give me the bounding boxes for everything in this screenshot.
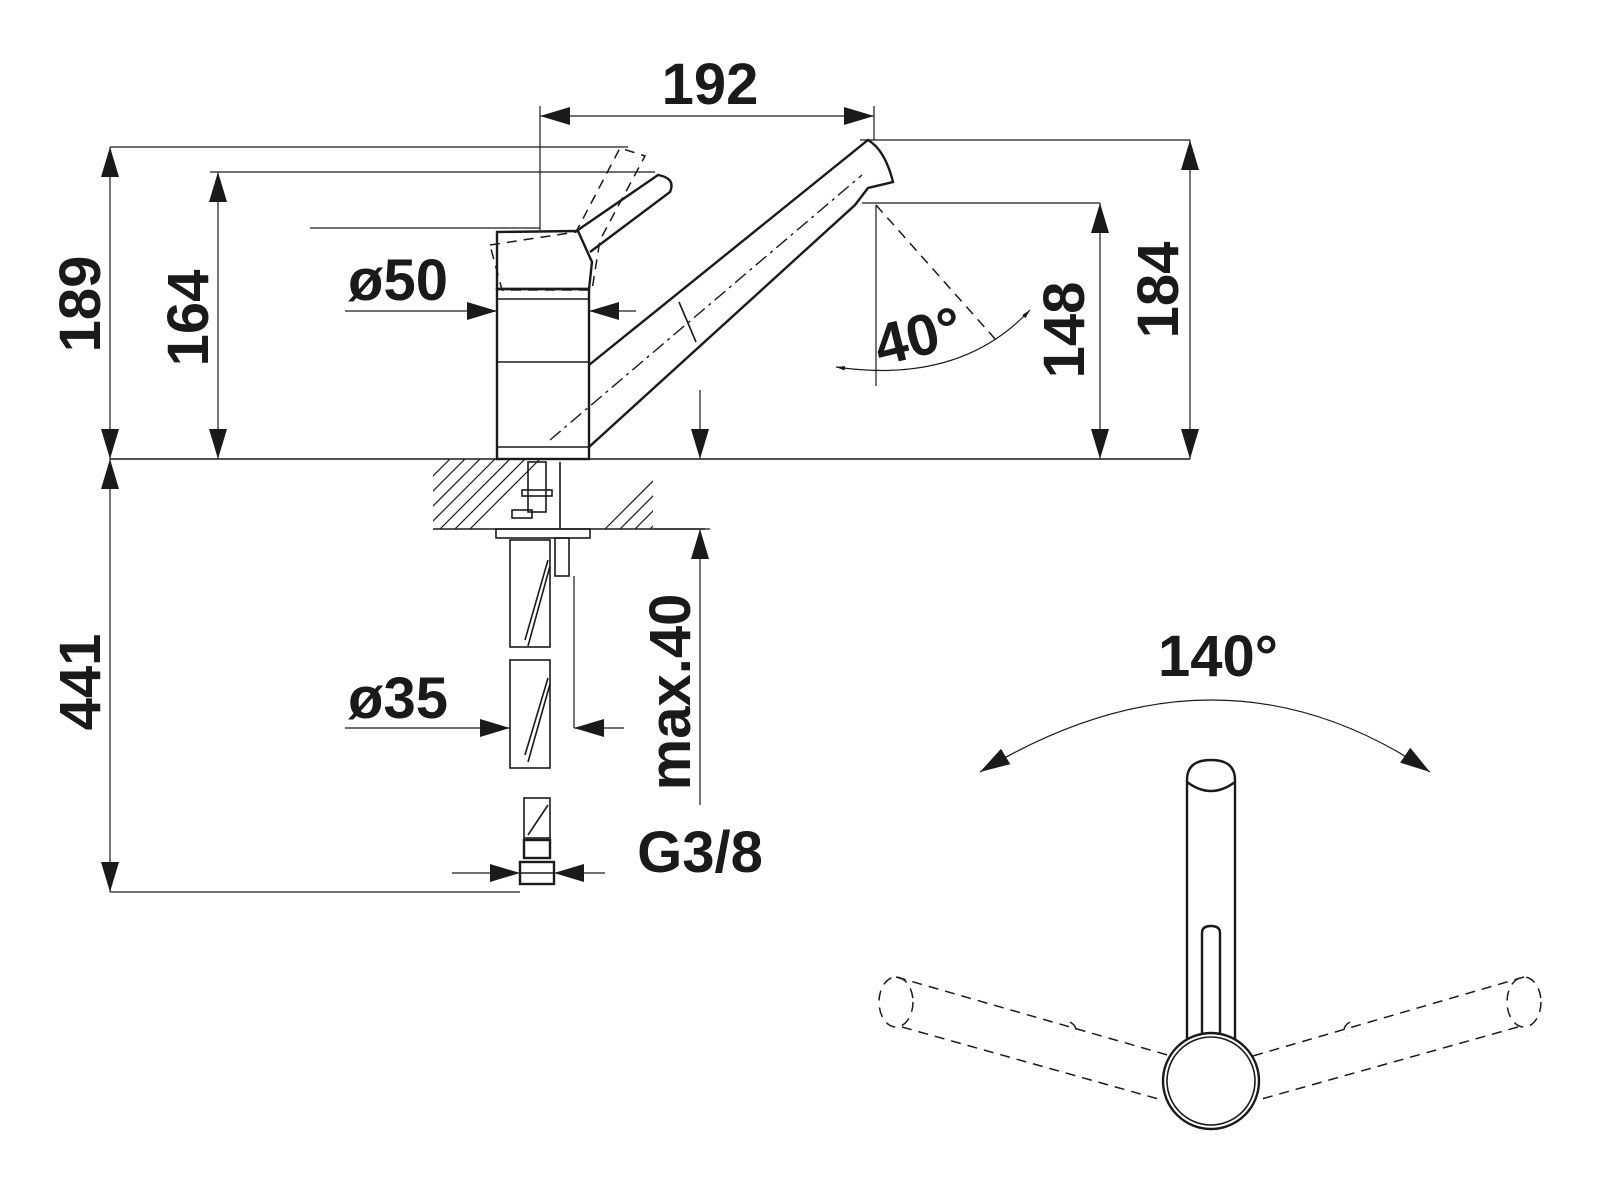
dim-label-connection-thread: G3/8 (637, 820, 763, 885)
dim-label-swivel-angle: 140° (1158, 624, 1278, 689)
hatch-line (649, 525, 653, 529)
dim-label-lever-height: 164 (156, 270, 221, 367)
faucet-body-top (1161, 1031, 1261, 1131)
hatch-line (665, 459, 735, 529)
dim-label-spout-height: 184 (1126, 242, 1191, 339)
dim-label-spout-reach: 192 (662, 52, 759, 117)
dim-label-outlet-height: 148 (1032, 282, 1097, 379)
hatch-line (433, 459, 466, 492)
dim-label-max-deck-thickness: max.40 (638, 594, 703, 791)
dim-label-aerator-angle: 40° (868, 294, 969, 378)
faucet-body (110, 146, 673, 461)
deck-section (433, 459, 780, 530)
swivel-arc (979, 699, 1431, 773)
hatch-line (619, 495, 653, 529)
dim-label-total-height: 189 (48, 256, 113, 353)
hatch-line (604, 480, 653, 529)
dim-label-mount-diameter: ø35 (348, 666, 448, 731)
hatch-line (634, 510, 653, 529)
spout (549, 138, 1190, 448)
mounting-hardware (495, 461, 591, 728)
top-view: 140° (878, 624, 1542, 1131)
hatch-line (695, 459, 765, 529)
spout-rotated-positions (878, 976, 1542, 1101)
side-view: 192 189 164 ø50 40° 148 184 441 (48, 52, 1199, 893)
spout-top (1185, 758, 1237, 1062)
hatch-line (433, 459, 496, 522)
hatch-line (710, 459, 780, 529)
hatch-line (433, 459, 451, 477)
supply-hose (509, 539, 556, 886)
hatch-line (433, 459, 481, 507)
hatch-line (454, 459, 526, 529)
dim-192 (539, 106, 875, 230)
hatch-line (680, 459, 750, 529)
dim-label-hose-length: 441 (48, 634, 113, 731)
spray-angle (835, 204, 1031, 386)
hatch-line (439, 459, 511, 529)
dim-50 (310, 227, 636, 320)
dim-441 (101, 459, 520, 893)
dim-label-body-diameter: ø50 (348, 248, 448, 313)
dim-max40 (653, 390, 710, 805)
